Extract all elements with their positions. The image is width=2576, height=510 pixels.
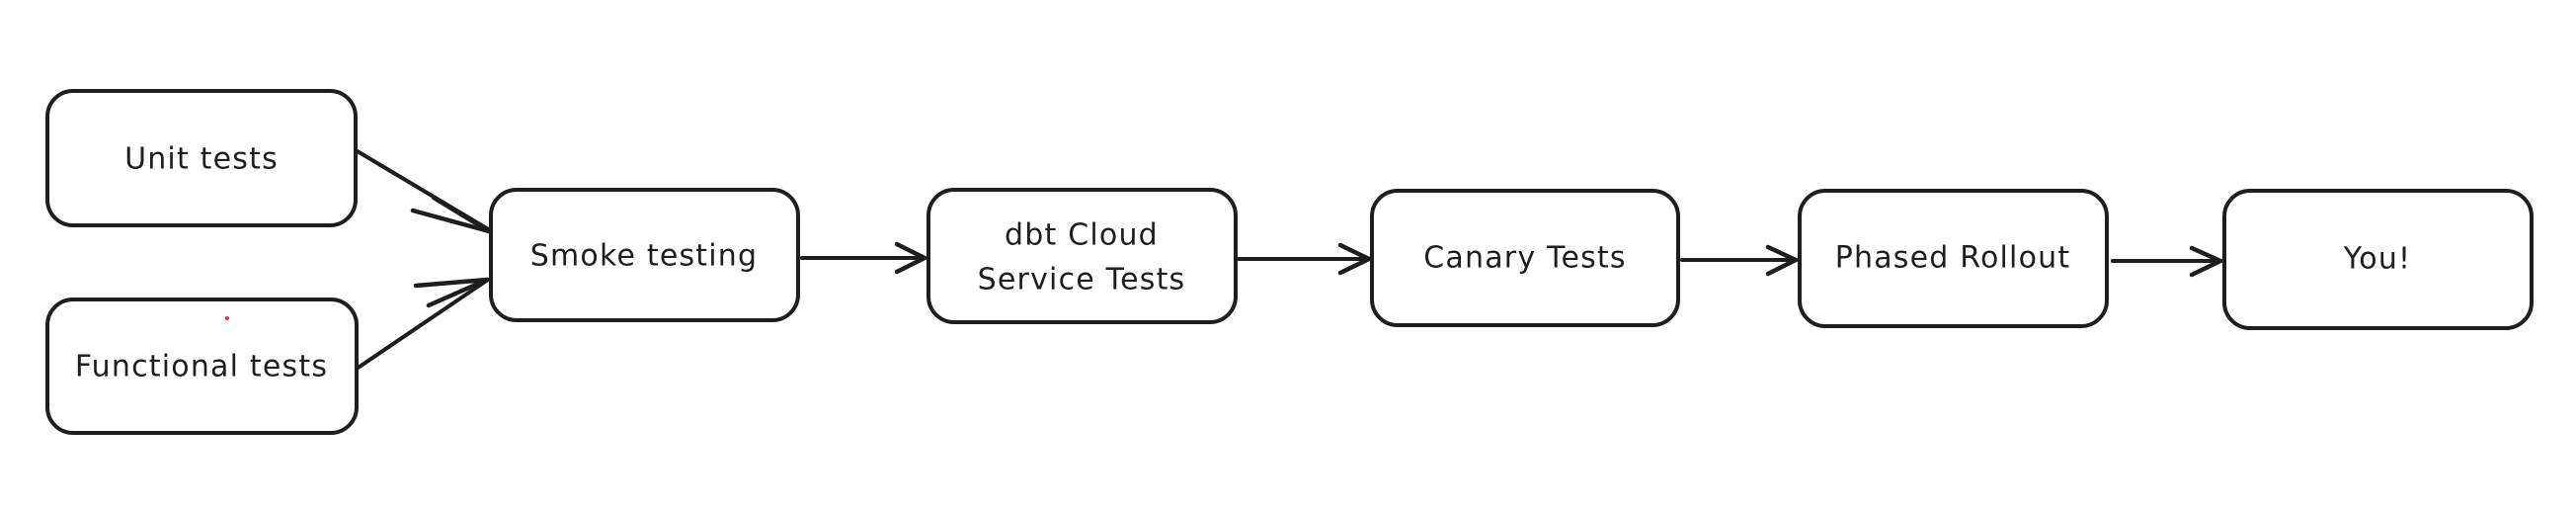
edge-unit-to-smoke[interactable]: [354, 148, 492, 234]
edge-canary-to-phased[interactable]: [1680, 244, 1799, 277]
red-speck-artifact: [225, 316, 229, 320]
node-smoke-testing[interactable]: Smoke testing: [489, 188, 800, 322]
node-functional-tests[interactable]: Functional tests: [45, 298, 359, 435]
edge-phased-to-you[interactable]: [2111, 245, 2223, 278]
edge-functional-to-smoke[interactable]: [355, 277, 490, 371]
node-phased-rollout[interactable]: Phased Rollout: [1798, 189, 2109, 328]
node-you[interactable]: You!: [2222, 189, 2534, 330]
node-dbt-cloud-service-tests[interactable]: dbt Cloud Service Tests: [926, 188, 1238, 324]
node-canary-tests[interactable]: Canary Tests: [1370, 189, 1680, 327]
edge-dbt-to-canary[interactable]: [1237, 242, 1372, 276]
node-unit-tests[interactable]: Unit tests: [45, 89, 358, 227]
edge-smoke-to-dbt[interactable]: [800, 241, 927, 275]
